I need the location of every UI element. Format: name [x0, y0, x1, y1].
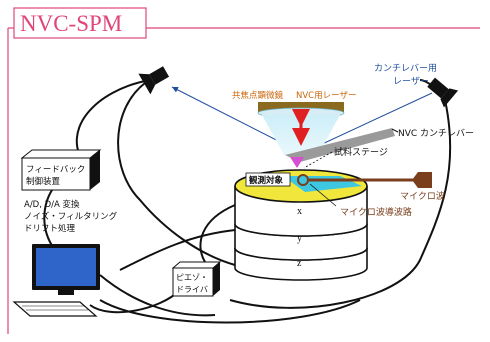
objective-top	[258, 102, 344, 113]
feedback-controller	[20, 149, 102, 191]
piezo-label-1: ピエゾ・	[176, 273, 208, 282]
target-label-box	[245, 172, 291, 187]
feedback-label-1: フィードバック	[26, 165, 85, 175]
signal-processing-label-3: ドリフト処理	[24, 223, 76, 234]
keyboard-icon	[12, 301, 98, 317]
page-title: NVC-SPM	[20, 11, 122, 36]
computer-icon	[12, 244, 100, 317]
axis-y-label: y	[297, 233, 302, 244]
incident-laser-line	[304, 92, 433, 153]
title-box	[13, 7, 147, 39]
microwave-label: マイクロ波	[400, 190, 445, 202]
cantilever-laser-label-1: カンチレバー用	[374, 63, 437, 74]
nvc-tip	[290, 157, 304, 168]
waveguide-label: マイクロ波導波路	[340, 206, 412, 218]
cantilever-laser-label-2: レーザー	[393, 76, 429, 87]
cantilever-pointer	[391, 128, 399, 133]
target-label: 観測対象	[249, 175, 284, 186]
signal-processing-label-2: ノイズ・フィルタリング	[24, 211, 118, 222]
waveguide-pointer	[309, 183, 337, 207]
nvc-cantilever-label: NVC カンチレバー	[398, 128, 474, 139]
nvc-cantilever	[285, 128, 395, 162]
microwave-source-icon	[412, 172, 432, 188]
nvc-laser-label: NVC用レーザー	[296, 91, 356, 101]
confocal-label: 共焦点顕微鏡	[232, 90, 284, 101]
feedback-label-2: 制御装置	[26, 176, 61, 187]
frame	[7, 7, 480, 334]
piezo-driver	[171, 261, 222, 297]
stage-pointer	[303, 151, 333, 169]
axis-z-label: z	[297, 258, 302, 269]
cantilever-laser-icon	[427, 77, 459, 108]
signal-processing-label-1: A/D, D/A 変換	[24, 199, 80, 210]
piezo-label-2: ドライバ	[176, 285, 208, 294]
photodetector-icon	[138, 66, 170, 95]
axis-x-label: x	[297, 206, 302, 217]
sample-stage-label: 試料ステージ	[334, 146, 388, 158]
